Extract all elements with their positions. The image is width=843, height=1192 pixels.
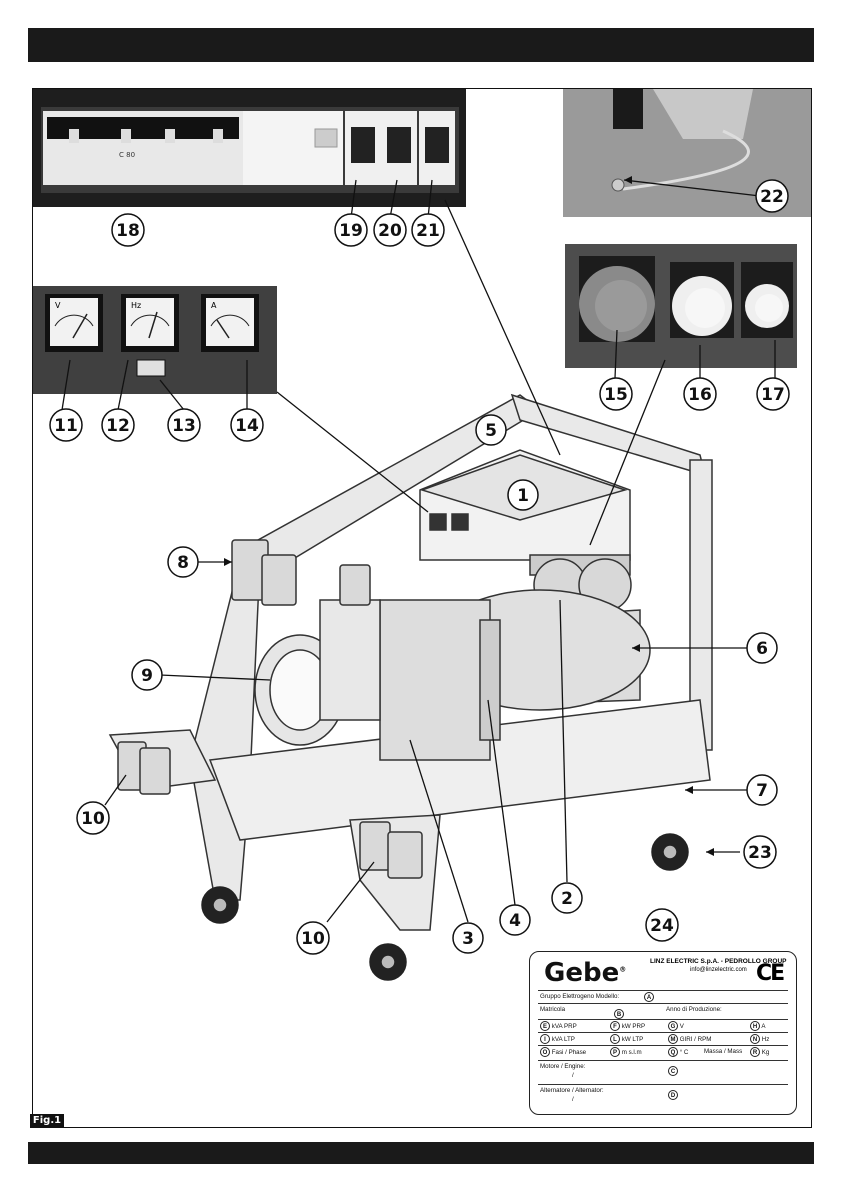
callout-11: 11 — [54, 416, 78, 436]
callout-20: 20 — [378, 221, 402, 241]
ce-mark: CE — [756, 961, 785, 986]
code-l: L — [610, 1034, 620, 1044]
meters-drawing: V Hz A — [33, 286, 277, 394]
callout-13: 13 — [172, 416, 196, 436]
code-h: H — [750, 1021, 760, 1031]
model-label: Gruppo Elettrogeno Modello: — [540, 993, 620, 1000]
code-r: R — [750, 1047, 760, 1057]
callout-15: 15 — [604, 385, 628, 405]
breaker-panel-drawing: C 80 — [33, 89, 466, 207]
brand-name: Gebe — [544, 958, 620, 988]
model-code: A — [644, 992, 654, 1002]
alternator-slash: / — [572, 1096, 574, 1103]
engine-slash: / — [572, 1072, 574, 1079]
rpm-unit: GIRI / RPM — [679, 1036, 712, 1043]
leader-lines — [61, 179, 776, 923]
engine-block — [254, 599, 501, 761]
brand-logo: Gebe® — [544, 958, 626, 988]
callout-8: 8 — [177, 553, 189, 573]
callout-10-front: 10 — [301, 929, 325, 949]
engine-row: Motore / Engine: / C — [538, 1060, 788, 1085]
figure-frame — [32, 88, 812, 1128]
rating-row-3: O Fasi / Phase P m s.l.m Q ° C Massa / M… — [538, 1045, 788, 1059]
callout-5: 5 — [485, 421, 497, 441]
phase-label: Fasi / Phase — [551, 1049, 587, 1056]
code-i: I — [540, 1034, 550, 1044]
callout-10-left: 10 — [81, 809, 105, 829]
rating-row-1: E kVA PRP F kW PRP G V H A — [538, 1019, 788, 1033]
code-g: G — [668, 1021, 678, 1031]
code-e: E — [540, 1021, 550, 1031]
callout-9: 9 — [141, 666, 153, 686]
callout-23: 23 — [748, 843, 772, 863]
kva-ltp: kVA LTP — [551, 1036, 575, 1043]
code-o: O — [540, 1047, 550, 1057]
callout-14: 14 — [235, 416, 259, 436]
callout-21: 21 — [416, 221, 440, 241]
callout-1: 1 — [517, 486, 529, 506]
hertz-label: Hz — [131, 301, 141, 310]
hz-unit: Hz — [761, 1036, 770, 1043]
kw-ltp: kW LTP — [621, 1036, 644, 1043]
callout-12: 12 — [106, 416, 130, 436]
callout-16: 16 — [688, 385, 712, 405]
serial-label: Matricola — [540, 1006, 566, 1013]
alternator-body — [419, 449, 651, 711]
company-email: info@linzelectric.com — [690, 967, 747, 973]
sockets-photo — [565, 244, 797, 368]
callout-7: 7 — [756, 781, 768, 801]
callout-17: 17 — [761, 385, 785, 405]
sockets-drawing — [565, 244, 797, 368]
caster-wheels — [201, 833, 689, 981]
engine-code: C — [668, 1066, 678, 1076]
breaker-panel-photo: C 80 — [33, 89, 466, 207]
callout-3: 3 — [462, 929, 474, 949]
kva-prp: kVA PRP — [551, 1023, 577, 1030]
callout-6: 6 — [756, 639, 768, 659]
header-bar — [28, 28, 814, 62]
alternator-label: Alternatore / Alternator: — [540, 1087, 604, 1094]
model-row: Gruppo Elettrogeno Modello: A — [538, 990, 788, 1004]
alternator-row: Alternatore / Alternator: / D — [538, 1084, 788, 1109]
serial-code: B — [614, 1009, 624, 1019]
amp-label: A — [211, 301, 217, 310]
code-f: F — [610, 1021, 620, 1031]
callout-19: 19 — [339, 221, 363, 241]
code-q: Q — [668, 1047, 678, 1057]
footer-bar — [28, 1142, 814, 1164]
registered-mark: ® — [619, 965, 627, 974]
altitude-unit: m s.l.m — [621, 1049, 642, 1056]
code-p: P — [610, 1047, 620, 1057]
company-name: LINZ ELECTRIC S.p.A. - PEDROLLO GROUP — [650, 958, 787, 965]
breaker-rating: C 80 — [119, 151, 135, 159]
rating-row-2: I kVA LTP L kW LTP M GIRI / RPM N Hz — [538, 1032, 788, 1046]
lifting-brackets — [117, 539, 423, 879]
mass-label: Massa / Mass — [704, 1048, 743, 1055]
meters-photo: V Hz A — [33, 286, 277, 394]
callout-18: 18 — [116, 221, 140, 241]
callout-22: 22 — [760, 187, 784, 207]
serial-row: Matricola B Anno di Produzione: — [538, 1003, 788, 1020]
alternator-code: D — [668, 1090, 678, 1100]
code-m: M — [668, 1034, 678, 1044]
kg-unit: Kg — [761, 1049, 770, 1056]
code-n: N — [750, 1034, 760, 1044]
callout-24: 24 — [650, 916, 674, 936]
kw-prp: kW PRP — [621, 1023, 646, 1030]
arrowheads — [224, 176, 714, 856]
engine-label: Motore / Engine: — [540, 1063, 586, 1070]
temp-unit: ° C — [679, 1049, 689, 1056]
figure-label: Fig.1 — [30, 1114, 64, 1128]
year-label: Anno di Produzione: — [666, 1006, 722, 1013]
volt-label: V — [55, 301, 61, 310]
callout-2: 2 — [561, 889, 573, 909]
callout-4: 4 — [509, 911, 521, 931]
rating-nameplate: Gebe® LINZ ELECTRIC S.p.A. - PEDROLLO GR… — [529, 951, 797, 1115]
callout-markers — [49, 179, 790, 955]
volt-unit: V — [679, 1023, 684, 1030]
amp-unit: A — [761, 1023, 766, 1030]
